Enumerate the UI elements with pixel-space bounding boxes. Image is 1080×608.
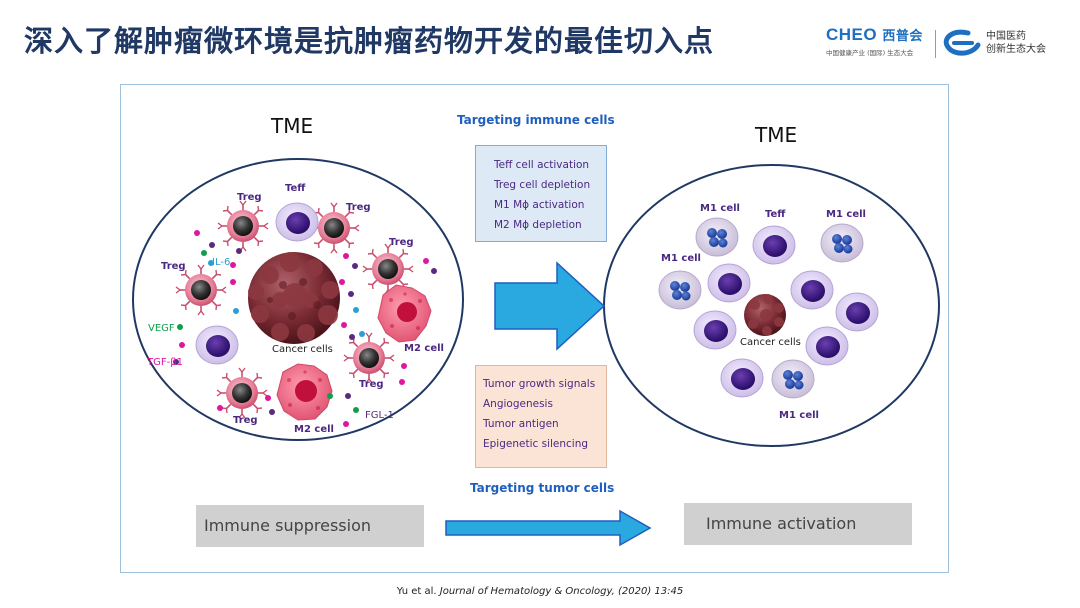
label-fgl1: FGL-1 (365, 410, 394, 421)
cheo-brand: CHEO (826, 25, 878, 44)
teff-cell-right-6 (805, 326, 849, 366)
cheo-subtitle: 中国健康产业 (国际) 生态大会 (826, 49, 914, 57)
immune-strategy-1: Teff cell activation (494, 159, 590, 171)
tumor-strategy-1: Tumor growth signals (483, 378, 596, 390)
m2-cell-2 (276, 363, 333, 421)
treg-cell-6 (216, 367, 268, 419)
label-vegf: VEGF (148, 323, 175, 334)
teff-cell-right-3 (790, 270, 834, 310)
tumor-strategies-box: Tumor growth signals Angiogenesis Tumor … (475, 365, 607, 468)
teff-cell-left-1 (275, 202, 319, 242)
label-treg-1: Treg (237, 192, 262, 203)
innovation-logo-line1: 中国医药 (986, 31, 1026, 42)
label-m1-4: M1 cell (779, 410, 819, 421)
m2-cell-1 (377, 284, 432, 343)
m1-cell-right-3 (658, 270, 702, 310)
targeting-tumor-label: Targeting tumor cells (470, 481, 615, 495)
innovation-logo-line2: 创新生态大会 (986, 44, 1046, 55)
targeting-immune-label: Targeting immune cells (457, 113, 615, 127)
label-treg-4: Treg (161, 261, 186, 272)
citation: Yu et al. Journal of Hematology & Oncolo… (0, 586, 1080, 597)
m1-cell-right-1 (695, 217, 739, 257)
citation-details: , (2020) 13:45 (611, 586, 684, 597)
label-treg-5: Treg (359, 379, 384, 390)
tumor-strategy-3: Tumor antigen (483, 418, 559, 430)
label-m2-1: M2 cell (404, 343, 444, 354)
label-treg-2: Treg (346, 202, 371, 213)
cheo-brand-cn: 西普会 (882, 28, 923, 43)
treg-cell-5 (343, 332, 395, 384)
logo-divider (935, 30, 936, 58)
teff-cell-right-1 (752, 225, 796, 265)
center-arrow (494, 261, 606, 351)
tumor-strategy-4: Epigenetic silencing (483, 438, 589, 450)
m1-cell-right-4 (771, 359, 815, 399)
treg-cell-1 (217, 200, 269, 252)
label-m1-2: M1 cell (826, 209, 866, 220)
citation-journal: Journal of Hematology & Oncology (439, 586, 612, 597)
teff-cell-right-2 (707, 263, 751, 303)
label-m2-2: M2 cell (294, 424, 334, 435)
teff-cell-right-7 (720, 358, 764, 398)
tumor-strategy-2: Angiogenesis (483, 398, 553, 410)
tme-right-title: TME (755, 123, 798, 147)
immune-strategy-4: M2 Mϕ depletion (494, 219, 582, 231)
diagram-frame (120, 84, 949, 573)
label-treg-3: Treg (389, 237, 414, 248)
label-teff-right: Teff (765, 209, 786, 220)
label-teff-left: Teff (285, 183, 306, 194)
cytokine-dots-left (173, 230, 437, 427)
page-title: 深入了解肿瘤微环境是抗肿瘤药物开发的最佳切入点 (24, 24, 715, 58)
immune-strategy-2: Treg cell depletion (494, 179, 591, 191)
bottom-arrow (445, 509, 652, 547)
treg-cell-4 (175, 264, 227, 316)
label-cancer-right: Cancer cells (740, 337, 801, 348)
label-tgfb1: TGF-β1 (147, 357, 183, 368)
immune-strategies-box: Teff cell activation Treg cell depletion… (475, 145, 607, 242)
cheo-logo: CHEO 西普会 中国健康产业 (国际) 生态大会 (826, 26, 934, 62)
label-cancer-left: Cancer cells (272, 344, 333, 355)
teff-cell-left-2 (195, 325, 239, 365)
label-m1-1: M1 cell (700, 203, 740, 214)
teff-cell-right-4 (835, 292, 879, 332)
immune-activation-box: Immune activation (684, 503, 912, 545)
citation-authors: Yu et al. (396, 586, 437, 597)
tme-left-title: TME (271, 114, 314, 138)
immune-suppression-box: Immune suppression (196, 505, 424, 547)
immune-strategy-3: M1 Mϕ activation (494, 199, 585, 211)
right-cancer-cell (744, 294, 786, 336)
innovation-logo-icon (943, 29, 981, 56)
teff-cell-right-5 (693, 310, 737, 350)
m1-cell-right-2 (820, 223, 864, 263)
innovation-logo: 中国医药 创新生态大会 (942, 26, 1052, 62)
label-treg-6: Treg (233, 415, 258, 426)
label-m1-3: M1 cell (661, 253, 701, 264)
left-cancer-cell (248, 252, 340, 344)
label-il6: IL-6 (212, 257, 231, 268)
